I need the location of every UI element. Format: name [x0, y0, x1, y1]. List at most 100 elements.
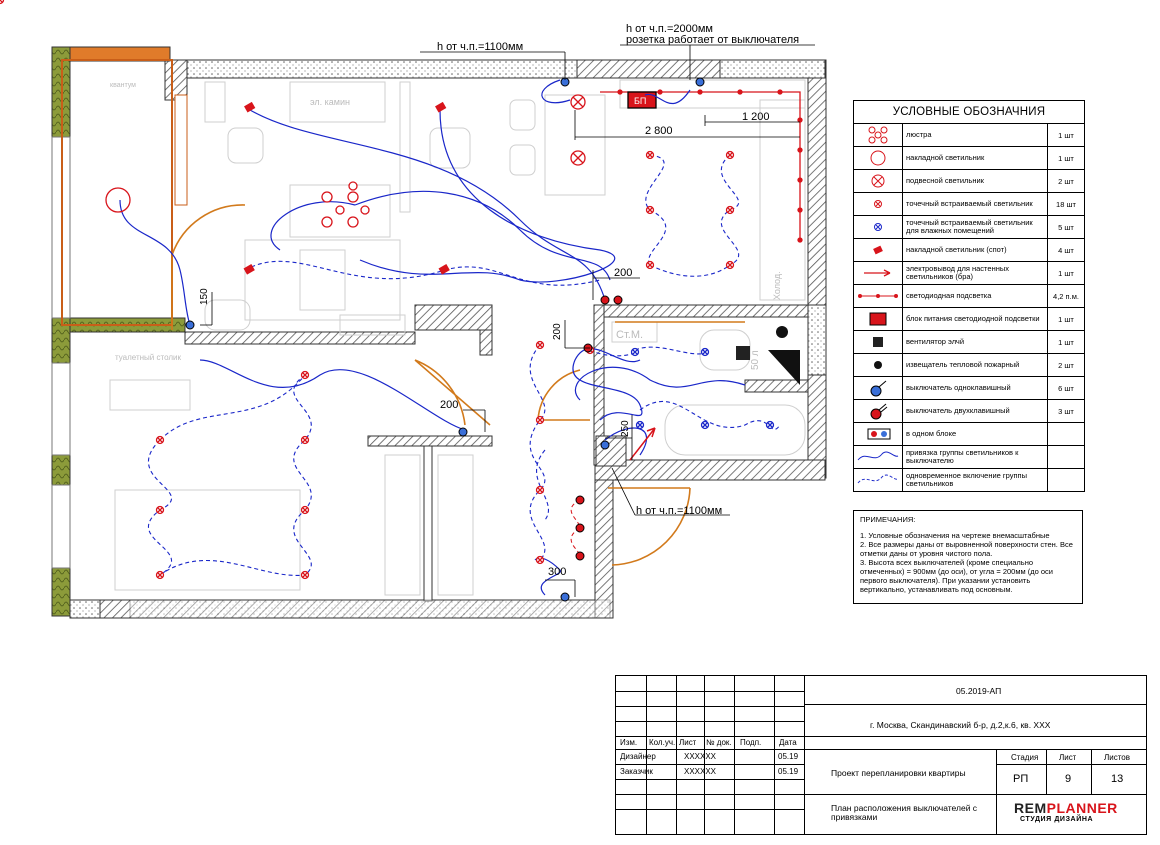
socket-note: розетка работает от выключателя: [626, 34, 799, 46]
stamp-sheets: 13: [1111, 773, 1124, 785]
led-power-icon: [854, 308, 903, 330]
stamp-stage: РП: [1013, 773, 1029, 785]
recessed-spots: [0, 0, 5, 5]
el-kamin-label: эл. камин: [310, 97, 350, 107]
dim-250: 250: [620, 420, 631, 437]
note-line: 1. Условные обозначения на чертеже внема…: [860, 531, 1050, 540]
fan-icon: [736, 346, 750, 360]
surface-light-icon: [854, 147, 903, 169]
notes-text: 1. Условные обозначения на чертеже внема…: [860, 531, 1076, 594]
stamp-date-1: 05.19: [778, 752, 799, 761]
wet-spots: [630, 347, 775, 430]
legend-row: блок питания светодиодной подсветки 1 шт: [854, 308, 1084, 331]
legend-text: одновременное включение группы светильни…: [903, 469, 1048, 491]
legend-row: в одном блоке: [854, 423, 1084, 446]
legend-qty: 2 шт: [1058, 360, 1074, 370]
notes-title: ПРИМЕЧАНИЯ:: [860, 515, 916, 524]
stm-label: Ст.М.: [616, 329, 643, 341]
legend-qty: 1 шт: [1058, 337, 1074, 347]
dim-200-a: 200: [614, 267, 632, 279]
legend-text: в одном блоке: [903, 423, 1048, 445]
dim-200-c: 200: [440, 399, 458, 411]
stamp-role-2: Заказчик: [620, 767, 653, 776]
legend-qty: 3 шт: [1058, 406, 1074, 416]
surface-light-icon: [105, 187, 131, 213]
legend-row: одновременное включение группы светильни…: [854, 469, 1084, 491]
stamp-header: Дата: [779, 738, 797, 747]
heat-detector-icon: [854, 354, 903, 376]
legend-row: привязка группы светильников к выключате…: [854, 446, 1084, 469]
legend-qty: 2 шт: [1058, 176, 1074, 186]
legend-row: электровывод для настенных светильников …: [854, 262, 1084, 285]
legend-text: выключатель одноклавишный: [903, 377, 1048, 399]
legend-row: извещатель тепловой пожарный 2 шт: [854, 354, 1084, 377]
pendant-light-icon: [854, 170, 903, 192]
note-line: 3. Высота всех выключателей (кроме специ…: [860, 558, 1053, 594]
stamp-header: Подп.: [740, 738, 762, 747]
note-line: 2. Все размеры даны от выровненной повер…: [860, 540, 1073, 558]
led-strip-icon: [854, 285, 903, 307]
stamp-header: Лист: [679, 738, 697, 747]
legend-qty: 4,2 п.м.: [1053, 291, 1079, 301]
wall-lead-icon: [629, 427, 656, 461]
stamp-header: Изм.: [620, 738, 638, 747]
legend-qty: 1 шт: [1058, 268, 1074, 278]
stamp-name-2: XXXXXX: [684, 767, 717, 776]
legend-text: накладной светильник: [903, 147, 1048, 169]
h-bottom: h от ч.п.=1100мм: [636, 505, 722, 517]
remplanner-logo: REMPLANNER: [1014, 800, 1118, 816]
surface-spots: [243, 101, 450, 275]
wall-lead-icon: [854, 262, 903, 284]
legend-text: блок питания светодиодной подсветки: [903, 308, 1048, 330]
legend-text: накладной светильник (спот): [903, 239, 1048, 261]
legend-text: точечный встраиваемый светильник для вла…: [903, 216, 1048, 238]
notes-box: ПРИМЕЧАНИЯ: 1. Условные обозначения на ч…: [853, 510, 1083, 604]
legend-row: подвесной светильник 2 шт: [854, 170, 1084, 193]
dim-200-b: 200: [552, 323, 563, 340]
switch-single-icon: [854, 377, 903, 399]
title-block: 05.2019-АП г. Москва, Скандинавский б-р,…: [615, 675, 1147, 835]
boiler-shape: [768, 350, 800, 385]
dim-150: 150: [199, 288, 210, 305]
dim-300: 300: [548, 566, 566, 578]
stamp-sheet-label: Лист: [1059, 753, 1077, 762]
legend-text: подвесной светильник: [903, 170, 1048, 192]
stamp-sheet: 9: [1065, 773, 1072, 785]
furniture: [109, 79, 806, 596]
stamp-name-1: XXXXXX: [684, 752, 717, 761]
logo-planner: PLANNER: [1046, 800, 1118, 816]
group-sync-icon: [854, 469, 903, 491]
stamp-header: Кол.уч.: [649, 738, 676, 747]
stamp-project: Проект перепланировки квартиры: [831, 768, 966, 778]
dim-1200: 1 200: [742, 111, 770, 123]
logo-rem: REM: [1014, 800, 1047, 816]
doors: [171, 204, 745, 566]
surface-spot-icon: [854, 239, 903, 261]
bp-label: БП: [634, 96, 646, 106]
legend-text: извещатель тепловой пожарный: [903, 354, 1048, 376]
legend-qty: 5 шт: [1058, 222, 1074, 232]
group-link-icon: [854, 446, 903, 468]
h-top-right: h от ч.п.=2000мм: [626, 23, 713, 35]
stamp-date-2: 05.19: [778, 767, 799, 776]
legend-qty: 1 шт: [1058, 314, 1074, 324]
legend-qty: 1 шт: [1058, 130, 1074, 140]
tualetny-label: туалетный столик: [115, 353, 181, 362]
legend-row: накладной светильник (спот)4 шт: [854, 239, 1084, 262]
fan-icon: [854, 331, 903, 353]
led-strip: БП: [600, 89, 803, 243]
legend-row: люстра 1 шт: [854, 124, 1084, 147]
stamp-header: № док.: [706, 738, 732, 747]
stamp-drawing: План расположения выключателей с привязк…: [831, 804, 978, 822]
legend-text: точечный встраиваемый светильник: [903, 193, 1048, 215]
legend-text: люстра: [903, 124, 1048, 146]
recessed-spot-icon: [854, 193, 903, 215]
stamp-address: г. Москва, Скандинавский б-р, д.2,к.6, к…: [870, 720, 1051, 730]
